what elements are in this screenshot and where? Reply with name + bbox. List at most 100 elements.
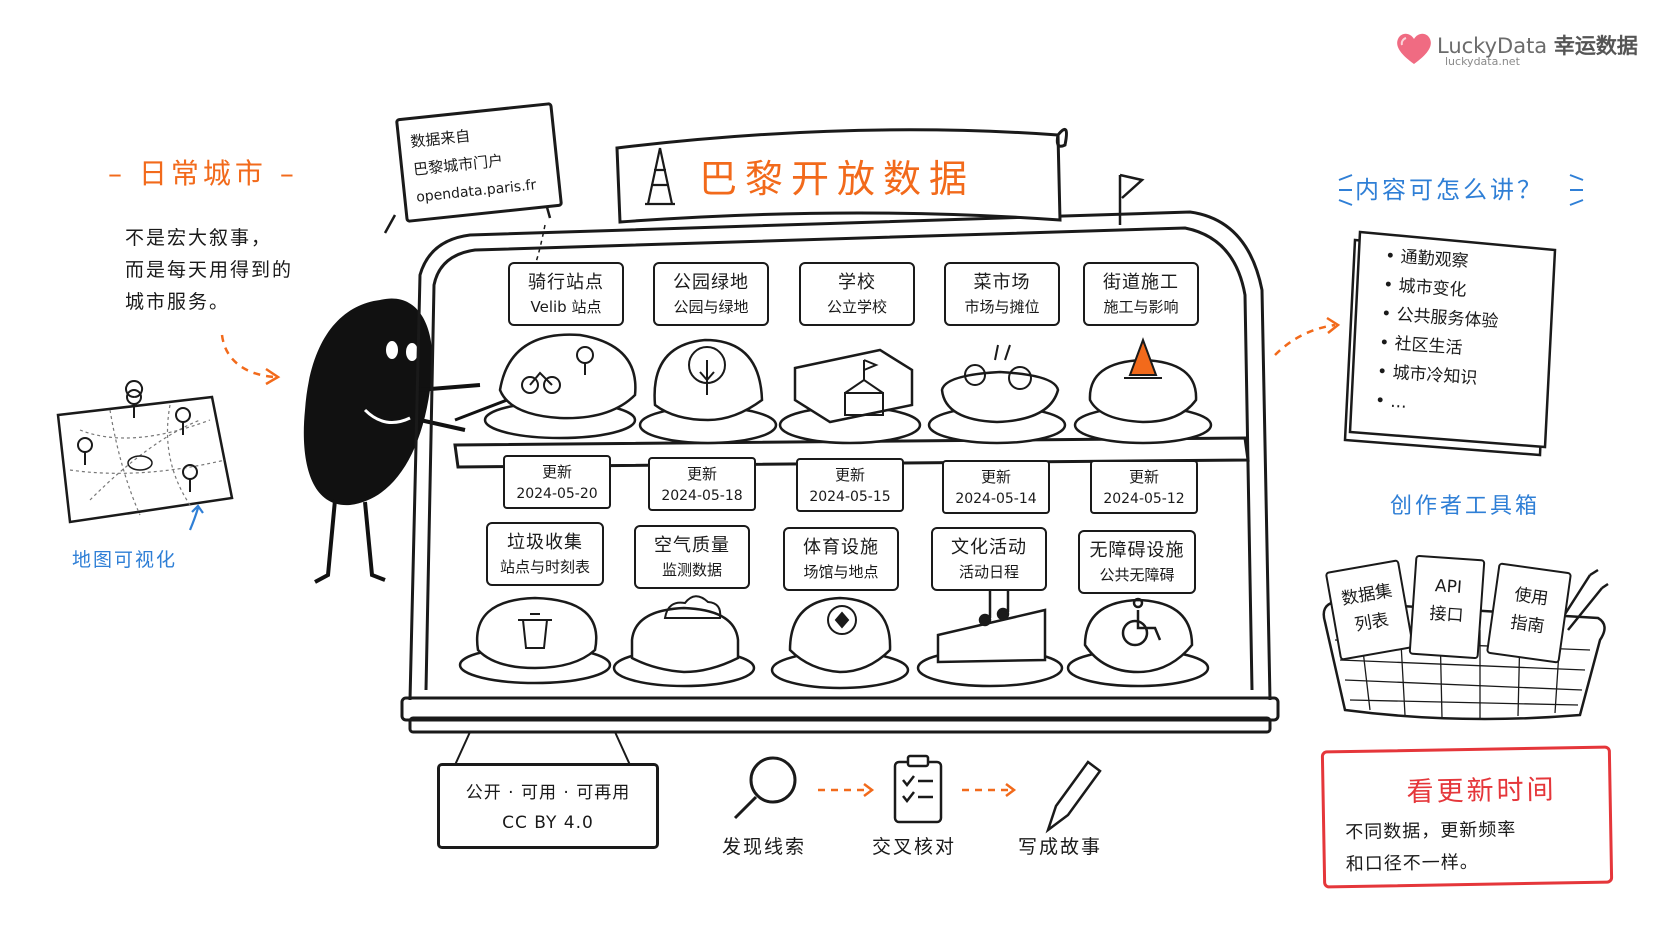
license-line: 公开 · 可用 · 可再用 [465, 783, 631, 803]
label-title: 菜市场 [973, 272, 1031, 293]
bottom-row-food [458, 596, 1210, 690]
license-type: CC BY 4.0 [502, 813, 594, 833]
label-title: 骑行站点 [528, 272, 604, 293]
label-sub: 站点与时刻表 [499, 558, 590, 576]
label-title: 街道施工 [1103, 272, 1179, 293]
label-sub: 活动日程 [958, 563, 1019, 581]
label-sub: 公立学校 [826, 298, 887, 316]
update-date-cycling: 更新 2024-05-20 [503, 455, 611, 509]
tool-api[interactable]: API 接口 [1408, 554, 1486, 660]
school-icon [844, 359, 884, 416]
label-roadworks[interactable]: 街道施工 施工与影响 [1083, 262, 1199, 326]
label-schools[interactable]: 学校 公立学校 [799, 262, 915, 326]
left-desc-line: 不是宏大叙事， [125, 227, 273, 249]
football-icon [827, 605, 857, 635]
date-label: 更新 [1128, 468, 1159, 486]
banner-title: 巴黎开放数据 [699, 157, 976, 201]
heart-logo-icon [1397, 33, 1431, 64]
left-desc-line: 城市服务。 [125, 291, 231, 313]
tool-line: API [1434, 576, 1463, 598]
label-sub: Velib 站点 [530, 298, 602, 316]
label-cycling[interactable]: 骑行站点 Velib 站点 [508, 262, 624, 326]
magnifier-icon [733, 756, 797, 820]
date-value: 2024-05-18 [661, 488, 743, 504]
date-value: 2024-05-12 [1103, 491, 1185, 507]
paris-map-icon [56, 380, 234, 524]
left-description: 不是宏大叙事， 而是每天用得到的 城市服务。 [125, 222, 293, 318]
label-title: 垃圾收集 [507, 532, 583, 553]
date-value: 2024-05-14 [955, 491, 1037, 507]
label-sub: 场馆与地点 [803, 563, 879, 581]
trash-bin-icon [518, 613, 552, 649]
warning-title: 看更新时间 [1406, 774, 1557, 809]
right-arrow-icon [1274, 323, 1336, 356]
label-air-quality[interactable]: 空气质量 监测数据 [634, 525, 750, 589]
bicycle-icon [521, 346, 594, 394]
label-parks[interactable]: 公园绿地 公园与绿地 [653, 262, 769, 326]
tree-icon [688, 346, 726, 395]
notes-list: 通勤观察 城市变化 公共服务体验 社区生活 城市冷知识 ... [1350, 232, 1552, 437]
vegetable-icon [964, 344, 1032, 390]
brand-name: LuckyData [1437, 34, 1548, 58]
warning-line: 不同数据，更新频率 [1345, 819, 1517, 844]
label-title: 无障碍设施 [1089, 540, 1185, 561]
left-title: – 日常城市 – [108, 157, 298, 190]
right-title: 内容可怎么讲？ [1355, 176, 1544, 204]
update-date-roadworks: 更新 2024-05-12 [1090, 460, 1198, 514]
label-sports[interactable]: 体育设施 场馆与地点 [783, 527, 899, 591]
brand-name-cn: 幸运数据 [1553, 34, 1638, 58]
wheelchair-icon [1121, 597, 1162, 647]
character-blob-icon [303, 298, 521, 584]
left-title-text: 日常城市 [138, 157, 267, 190]
label-title: 空气质量 [654, 535, 730, 556]
date-label: 更新 [541, 463, 572, 481]
label-accessibility[interactable]: 无障碍设施 公共无障碍 [1078, 530, 1196, 594]
label-title: 学校 [838, 272, 876, 293]
step-discover: 发现线索 [722, 836, 807, 858]
update-date-schools: 更新 2024-05-15 [796, 458, 904, 512]
toolbox: 数据集 列表 API 接口 使用 指南 [1320, 545, 1605, 720]
date-value: 2024-05-20 [516, 486, 598, 502]
warning-line: 和口径不一样。 [1345, 851, 1479, 876]
step-verify: 交叉核对 [872, 836, 957, 858]
label-sub: 施工与影响 [1103, 298, 1179, 316]
warning-box: 看更新时间 不同数据，更新频率 和口径不一样。 [1320, 745, 1614, 889]
license-sign: 公开 · 可用 · 可再用 CC BY 4.0 [437, 763, 659, 849]
tool-dataset-list[interactable]: 数据集 列表 [1324, 559, 1415, 661]
date-value: 2024-05-15 [809, 489, 891, 505]
source-card[interactable]: 数据来自 巴黎城市门户 opendata.paris.fr [394, 102, 564, 223]
left-arrow-icon [220, 334, 276, 379]
top-row-food [483, 333, 1213, 445]
date-label: 更新 [980, 468, 1011, 486]
label-title: 文化活动 [951, 537, 1027, 558]
banner-scroll [615, 127, 1145, 225]
label-sub: 监测数据 [661, 561, 722, 579]
label-sub: 市场与摊位 [964, 298, 1040, 316]
label-waste[interactable]: 垃圾收集 站点与时刻表 [486, 522, 604, 586]
label-title: 公园绿地 [673, 272, 749, 293]
map-label: 地图可视化 [72, 549, 178, 571]
eiffel-tower-icon [645, 147, 675, 206]
date-label: 更新 [834, 466, 865, 484]
clipboard-checklist-icon [893, 754, 943, 824]
tool-guide[interactable]: 使用 指南 [1485, 562, 1573, 664]
warning-body: 不同数据，更新频率 和口径不一样。 [1345, 814, 1517, 881]
update-date-markets: 更新 2024-05-14 [942, 460, 1050, 514]
tool-line: 接口 [1428, 603, 1465, 627]
label-culture[interactable]: 文化活动 活动日程 [931, 527, 1047, 591]
brand-logo[interactable]: LuckyData 幸运数据 luckydata.net [1395, 28, 1650, 73]
pencil-icon [1045, 760, 1102, 834]
pen-tools-icon [1556, 568, 1609, 631]
label-title: 体育设施 [803, 537, 879, 558]
cloud-icon [663, 595, 722, 619]
date-label: 更新 [686, 465, 717, 483]
map-up-arrow-icon [188, 504, 204, 531]
banner: 巴黎开放数据 [627, 138, 1067, 220]
label-sub: 公共无障碍 [1099, 566, 1175, 584]
music-note-icon [978, 583, 1010, 627]
step-write: 写成故事 [1018, 836, 1103, 858]
label-markets[interactable]: 菜市场 市场与摊位 [944, 262, 1060, 326]
left-desc-line: 而是每天用得到的 [125, 259, 294, 281]
traffic-cone-icon [1124, 337, 1162, 379]
tools-title: 创作者工具箱 [1390, 494, 1541, 519]
